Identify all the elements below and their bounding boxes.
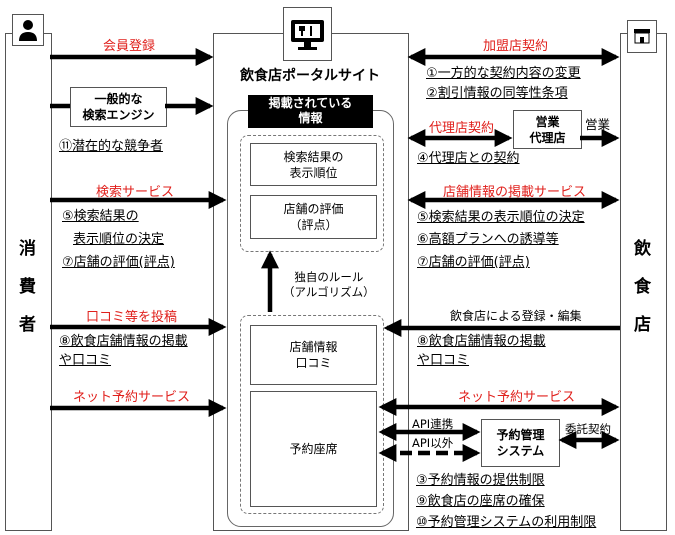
- label-listing-service: 店舗情報の掲載サービス: [443, 185, 587, 200]
- label-agency-contract: 代理店契約: [429, 121, 495, 136]
- algorithm-line: 独自のルール: [294, 270, 364, 284]
- note-7-left: ⑦店舗の評価(評点): [62, 255, 175, 270]
- search-rank-box: 検索結果の 表示順位: [250, 143, 377, 186]
- note-8-left-2: や口コミ: [59, 353, 112, 368]
- label-consignment: 委託契約: [565, 422, 611, 436]
- sales-agency-line: 代理店: [529, 130, 566, 145]
- note-11: ⑪潜在的な競争者: [59, 139, 164, 154]
- sales-agency-box: 営業 代理店: [513, 110, 582, 149]
- store-info-line: 店舗情報: [289, 340, 338, 354]
- note-9: ⑨飲食店の座席の確保: [416, 494, 545, 509]
- consumer-label-char: 者: [19, 315, 36, 335]
- algorithm-label: 独自のルール （アルゴリズム）: [283, 270, 375, 300]
- person-icon: [12, 14, 44, 46]
- store-info-box: 店舗情報 口コミ: [250, 325, 377, 385]
- search-engine-line: 検索エンジン: [82, 108, 155, 122]
- restaurant-column: [620, 33, 667, 531]
- label-search-service: 検索サービス: [96, 185, 175, 200]
- note-5-right: ⑤検索結果の表示順位の決定: [417, 210, 585, 225]
- restaurant-label-char: 飲: [634, 239, 651, 259]
- label-sales: 営業: [585, 117, 611, 132]
- note-10: ⑩予約管理システムの利用制限: [416, 515, 597, 530]
- label-net-reservation-left: ネット予約サービス: [73, 390, 191, 405]
- consumer-label: 消 費 者: [5, 230, 50, 344]
- restaurant-label-char: 店: [634, 315, 651, 335]
- consumer-label-char: 費: [19, 277, 36, 297]
- label-net-reservation-right: ネット予約サービス: [458, 390, 576, 405]
- listed-info-header: 掲載されている 情報: [248, 95, 373, 128]
- note-2: ②割引情報の同等性条項: [426, 86, 568, 101]
- search-rank-line: 検索結果の: [283, 149, 344, 164]
- consumer-label-char: 消: [19, 239, 36, 259]
- reservation-system-line: 予約管理: [496, 428, 545, 442]
- search-engine-box: 一般的な 検索エンジン: [70, 87, 167, 127]
- note-8-right-1: ⑧飲食店舗情報の掲載: [417, 334, 546, 349]
- store-info-line: 口コミ: [295, 356, 332, 370]
- listed-info-header-line: 掲載されている: [268, 96, 353, 110]
- note-4: ④代理店との契約: [417, 151, 520, 166]
- note-5-left-2: 表示順位の決定: [73, 232, 165, 247]
- label-franchise-contract: 加盟店契約: [483, 39, 549, 54]
- rating-line: （評点）: [289, 218, 338, 232]
- storefront-icon: [627, 20, 657, 53]
- consumer-column: [5, 33, 52, 531]
- restaurant-label: 飲 食 店: [620, 230, 665, 344]
- label-non-api: API以外: [412, 436, 454, 450]
- reservation-seat-box: 予約座席: [250, 391, 377, 507]
- search-rank-line: 表示順位: [289, 165, 338, 180]
- portal-title: 飲食店ポータルサイト: [240, 68, 380, 84]
- ranking-group: [240, 135, 384, 252]
- monitor-fork-knife-icon: [283, 7, 332, 61]
- algorithm-line: （アルゴリズム）: [283, 285, 375, 299]
- reservation-system-box: 予約管理 システム: [481, 419, 560, 467]
- reservation-system-line: システム: [496, 444, 545, 458]
- note-3: ③予約情報の提供制限: [416, 473, 545, 488]
- search-engine-line: 一般的な: [94, 92, 143, 106]
- sales-agency-line: 営業: [535, 114, 560, 129]
- note-6: ⑥高額プランへの誘導等: [417, 232, 559, 247]
- note-8-right-2: や口コミ: [417, 353, 470, 368]
- note-1: ①一方的な契約内容の変更: [426, 66, 581, 81]
- label-post-reviews: 口コミ等を投稿: [86, 310, 178, 325]
- rating-box: 店舗の評価 （評点）: [250, 195, 377, 239]
- restaurant-label-char: 食: [634, 277, 651, 297]
- label-member-registration: 会員登録: [103, 39, 156, 54]
- label-api-link: API連携: [412, 417, 454, 431]
- listed-info-header-line: 情報: [298, 111, 323, 125]
- note-5-left-1: ⑤検索結果の: [62, 209, 139, 224]
- label-registration-edit: 飲食店による登録・編集: [450, 309, 582, 323]
- note-8-left-1: ⑧飲食店舗情報の掲載: [59, 334, 188, 349]
- note-7-right: ⑦店舗の評価(評点): [417, 255, 530, 270]
- rating-line: 店舗の評価: [283, 202, 344, 216]
